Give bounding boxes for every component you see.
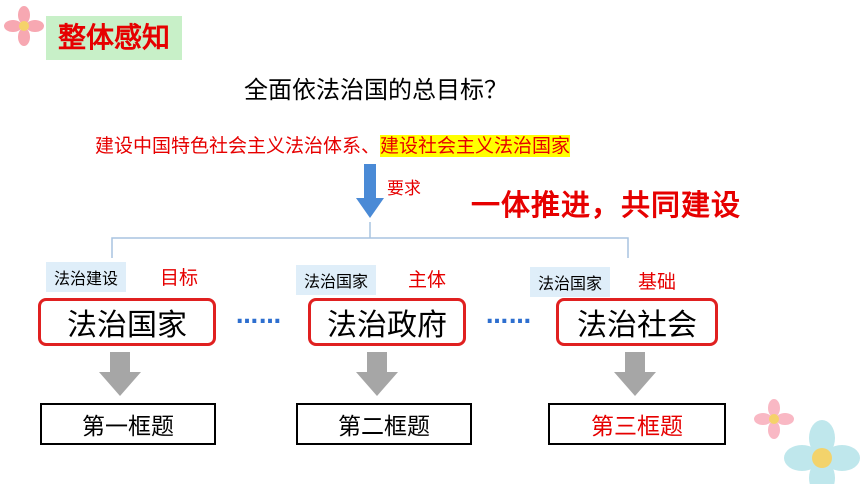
column-1-tag: 法治建设 xyxy=(46,262,127,292)
column-1-box: 法治国家 xyxy=(38,298,216,346)
flower-top-left-icon xyxy=(4,6,44,46)
column-3-down-arrow-icon xyxy=(614,352,656,396)
column-2-down-arrow-icon xyxy=(356,352,398,396)
column-3-box: 法治社会 xyxy=(556,298,718,346)
column-1-topic: 第一框题 xyxy=(40,403,216,445)
goal-part-2: 建设社会主义法治国家 xyxy=(380,135,571,157)
flower-bottom-right-icon xyxy=(754,399,860,484)
column-1-role: 目标 xyxy=(160,267,199,289)
separator-dots-2: …… xyxy=(486,304,532,329)
down-arrow-blue-icon xyxy=(356,164,384,218)
column-2-box: 法治政府 xyxy=(308,298,466,346)
main-question: 全面依法治国的总目标？ xyxy=(244,76,508,104)
slogan: 一体推进，共同建设 xyxy=(471,188,742,222)
column-3-tag: 法治国家 xyxy=(530,267,611,297)
column-3-role: 基础 xyxy=(638,271,677,293)
column-2-tag: 法治国家 xyxy=(296,265,377,295)
section-tag: 整体感知 xyxy=(46,16,183,60)
column-2-role: 主体 xyxy=(408,269,447,291)
column-1-down-arrow-icon xyxy=(99,352,141,396)
overall-goal: 建设中国特色社会主义法治体系、建设社会主义法治国家 xyxy=(95,131,571,158)
column-2-topic: 第二框题 xyxy=(296,403,472,445)
column-3-topic: 第三框题 xyxy=(548,403,726,445)
requirement-label: 要求 xyxy=(387,179,421,199)
separator-dots-1: …… xyxy=(236,304,282,329)
goal-part-1: 建设中国特色社会主义法治体系、 xyxy=(95,135,381,157)
